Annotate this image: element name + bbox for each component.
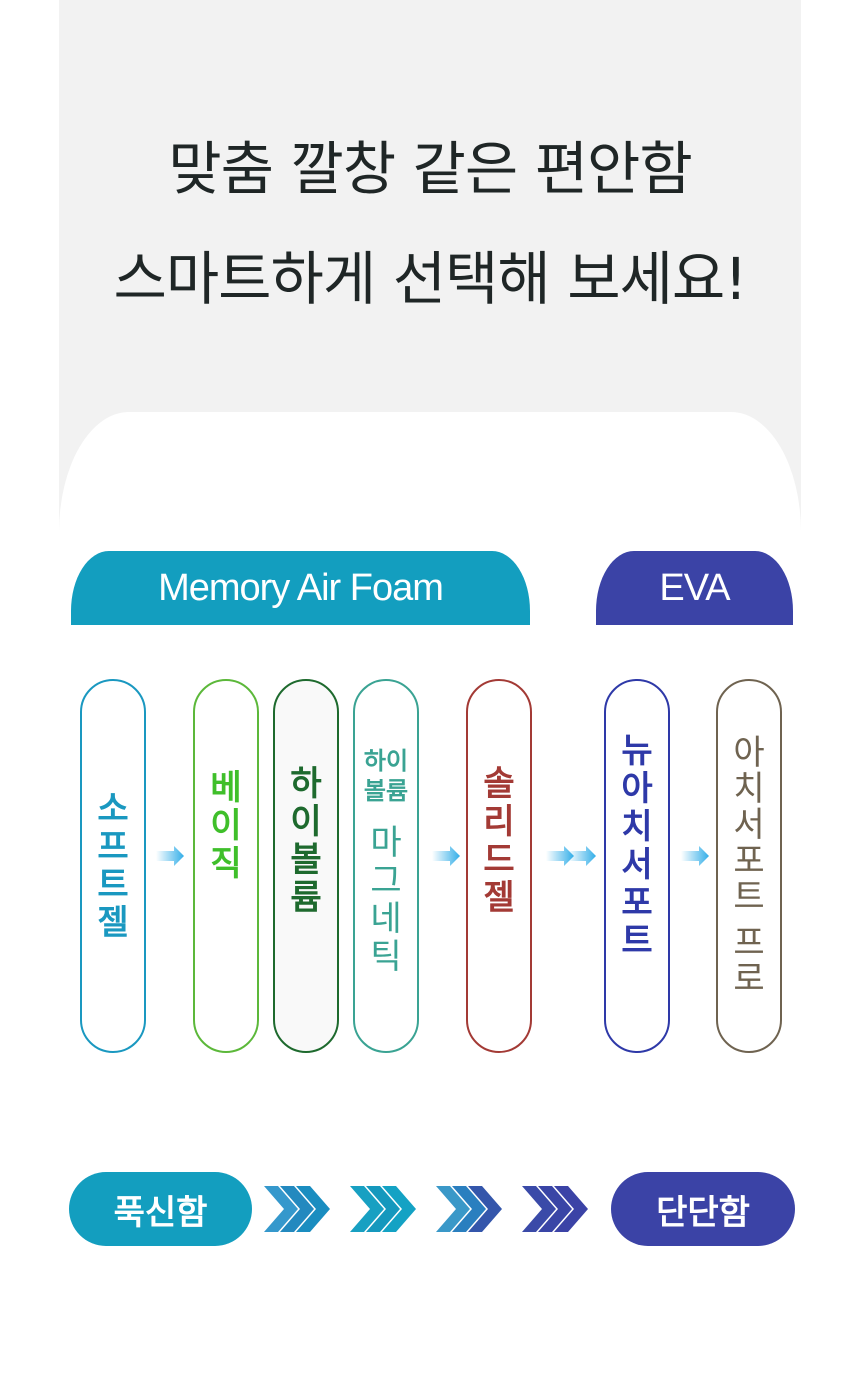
scale-soft-label: 푹신함 — [69, 1172, 252, 1246]
category-memory-air-foam: Memory Air Foam — [71, 551, 530, 625]
chevron-right-icon — [264, 1186, 600, 1232]
scale-firm-label: 단단함 — [611, 1172, 795, 1246]
arrow-right-icon — [156, 846, 186, 866]
headline-line-1: 맞춤 깔창 같은 편안함 — [168, 135, 693, 203]
arrow-right-icon — [681, 846, 711, 866]
category-eva: EVA — [596, 551, 793, 625]
arrow-right-icon — [432, 846, 462, 866]
headline-line-2: 스마트하게 선택해 보세요! — [113, 245, 747, 313]
double-arrow-right-icon — [546, 846, 598, 866]
